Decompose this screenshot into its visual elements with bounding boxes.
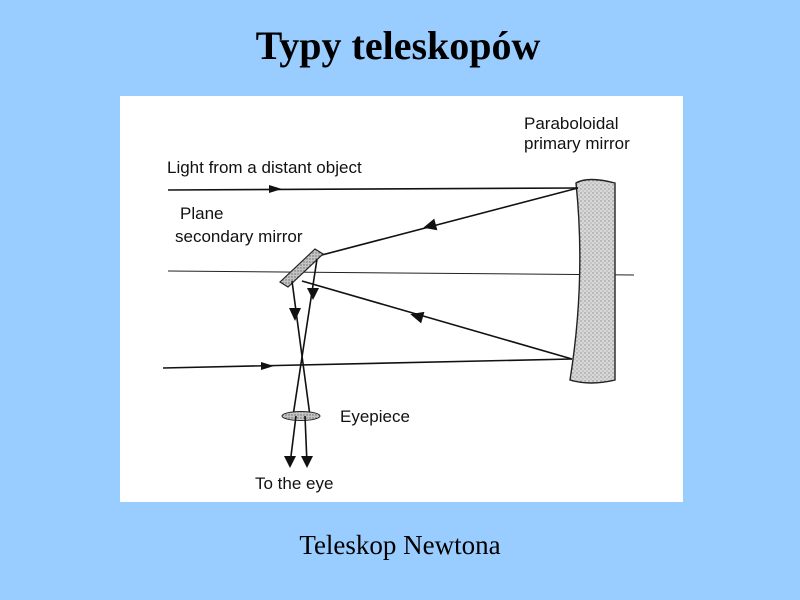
label-primary-mirror: Paraboloidal: [524, 114, 619, 133]
arrowhead: [307, 288, 319, 300]
secondary-mirror: [279, 248, 324, 288]
arrowhead: [301, 456, 313, 468]
reflected-ray-bottom: [301, 280, 573, 360]
incoming-ray-top: [167, 187, 579, 191]
primary-mirror: [569, 178, 616, 384]
label-to-eye: To the eye: [255, 474, 333, 493]
arrowhead: [410, 311, 425, 324]
ray-down-2: [292, 258, 318, 417]
label-secondary-mirror: secondary mirror: [175, 227, 303, 246]
arrowhead: [284, 456, 296, 468]
arrowhead: [423, 218, 438, 231]
arrowhead: [289, 308, 301, 321]
newtonian-telescope-diagram: Light from a distant object Paraboloidal…: [120, 96, 683, 502]
label-secondary-mirror: Plane: [180, 204, 223, 223]
incoming-ray-bottom: [162, 358, 573, 369]
arrowhead: [261, 362, 274, 370]
reflected-ray-top: [317, 187, 579, 257]
label-primary-mirror: primary mirror: [524, 134, 630, 153]
figure-caption: Teleskop Newtona: [299, 530, 501, 560]
ray-down-1: [291, 280, 311, 417]
page-title: Typy teleskopów: [255, 23, 541, 68]
label-eyepiece: Eyepiece: [340, 407, 410, 426]
eyepiece-lens: [281, 411, 321, 421]
optical-axis: [167, 270, 635, 276]
label-light-source: Light from a distant object: [167, 158, 362, 177]
arrowhead: [269, 185, 282, 193]
